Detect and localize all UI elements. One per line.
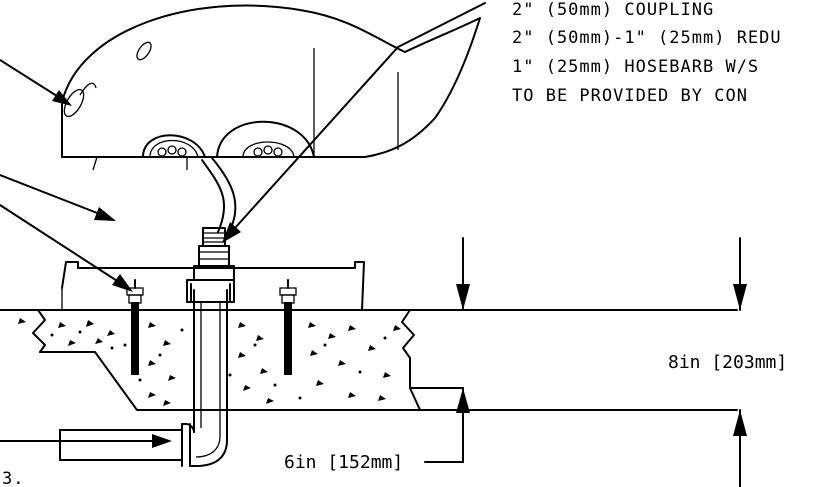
note-coupling: 2" (50mm) COUPLING [512,0,714,20]
slab-depth-label: 6in [152mm] [284,452,403,473]
note-hosebarb: 1" (25mm) HOSEBARB W/S [512,57,759,77]
dimension-slab-depth: 6in [152mm] [284,237,470,473]
anchor-bolt-right [279,279,297,375]
anchor-bolt-left [126,279,144,375]
concrete-slab [0,309,738,411]
corner-partial-text: 3. [2,469,24,487]
dimension-overall-depth: 8in [203mm] [668,237,787,487]
note-provided-by-contractor: TO BE PROVIDED BY CON [512,86,748,106]
equipment-housing [61,4,481,171]
drain-pipe [59,279,235,467]
callout-notes: 2" (50mm) COUPLING 2" (50mm)-1" (25mm) R… [512,0,782,106]
leader-lines [0,2,486,448]
hosebarb-fitting [193,227,235,281]
mounting-pad [61,261,365,311]
note-reducer: 2" (50mm)-1" (25mm) REDU [512,28,782,48]
overall-depth-label: 8in [203mm] [668,352,787,373]
